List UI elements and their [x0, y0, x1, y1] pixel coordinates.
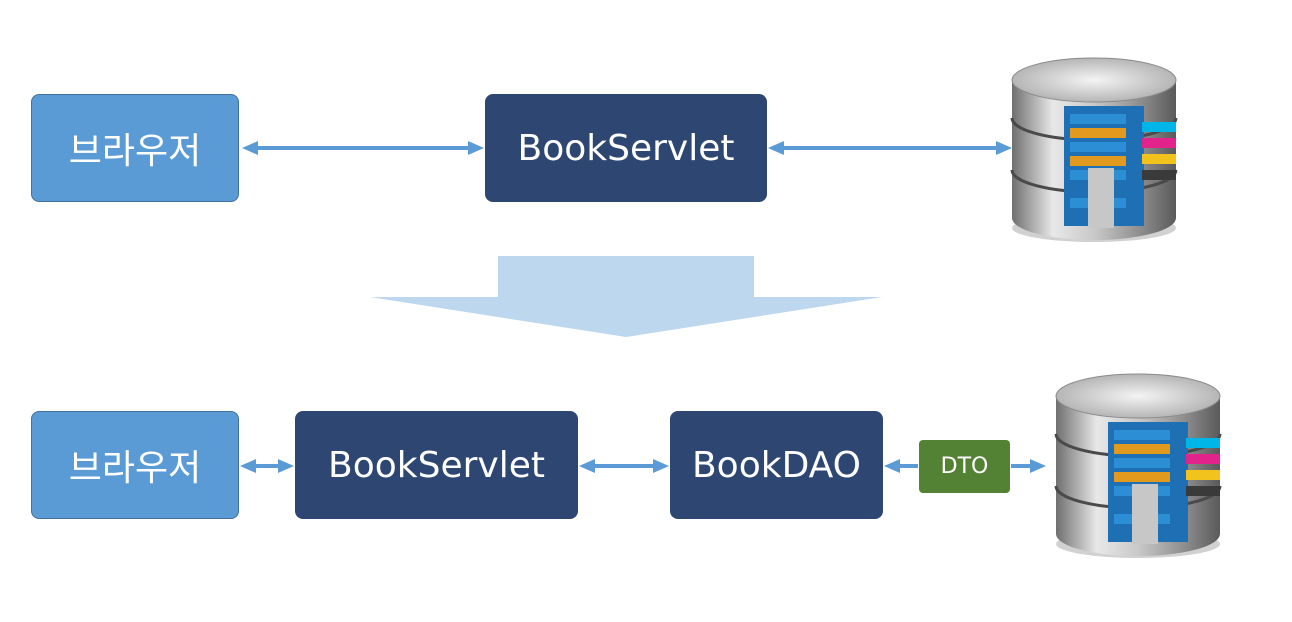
connector-browser-servlet-top [242, 141, 484, 155]
browser-label: 브라우저 [68, 131, 202, 172]
bookservlet-box-top: BookServlet [485, 94, 767, 202]
database-icon [1054, 373, 1222, 558]
bookservlet-box-bottom: BookServlet [295, 411, 578, 519]
connector-dao-dto [884, 459, 918, 473]
database-icon [1010, 57, 1178, 242]
browser-label: 브라우저 [68, 448, 202, 489]
browser-box-bottom: 브라우저 [31, 411, 239, 519]
bookdao-label: BookDAO [691, 444, 861, 486]
connector-servlet-dao-bottom [579, 459, 669, 473]
dto-box: DTO [919, 440, 1010, 493]
browser-box-top: 브라우저 [31, 94, 239, 202]
bookservlet-label: BookServlet [328, 444, 545, 486]
dto-label: DTO [940, 454, 989, 479]
bookservlet-label: BookServlet [517, 127, 735, 169]
connector-browser-servlet-bottom [240, 459, 294, 473]
connector-servlet-database-top [768, 141, 1012, 155]
down-arrow-icon [370, 256, 882, 337]
bookdao-box: BookDAO [670, 411, 883, 519]
connector-dto-database [1011, 459, 1046, 473]
